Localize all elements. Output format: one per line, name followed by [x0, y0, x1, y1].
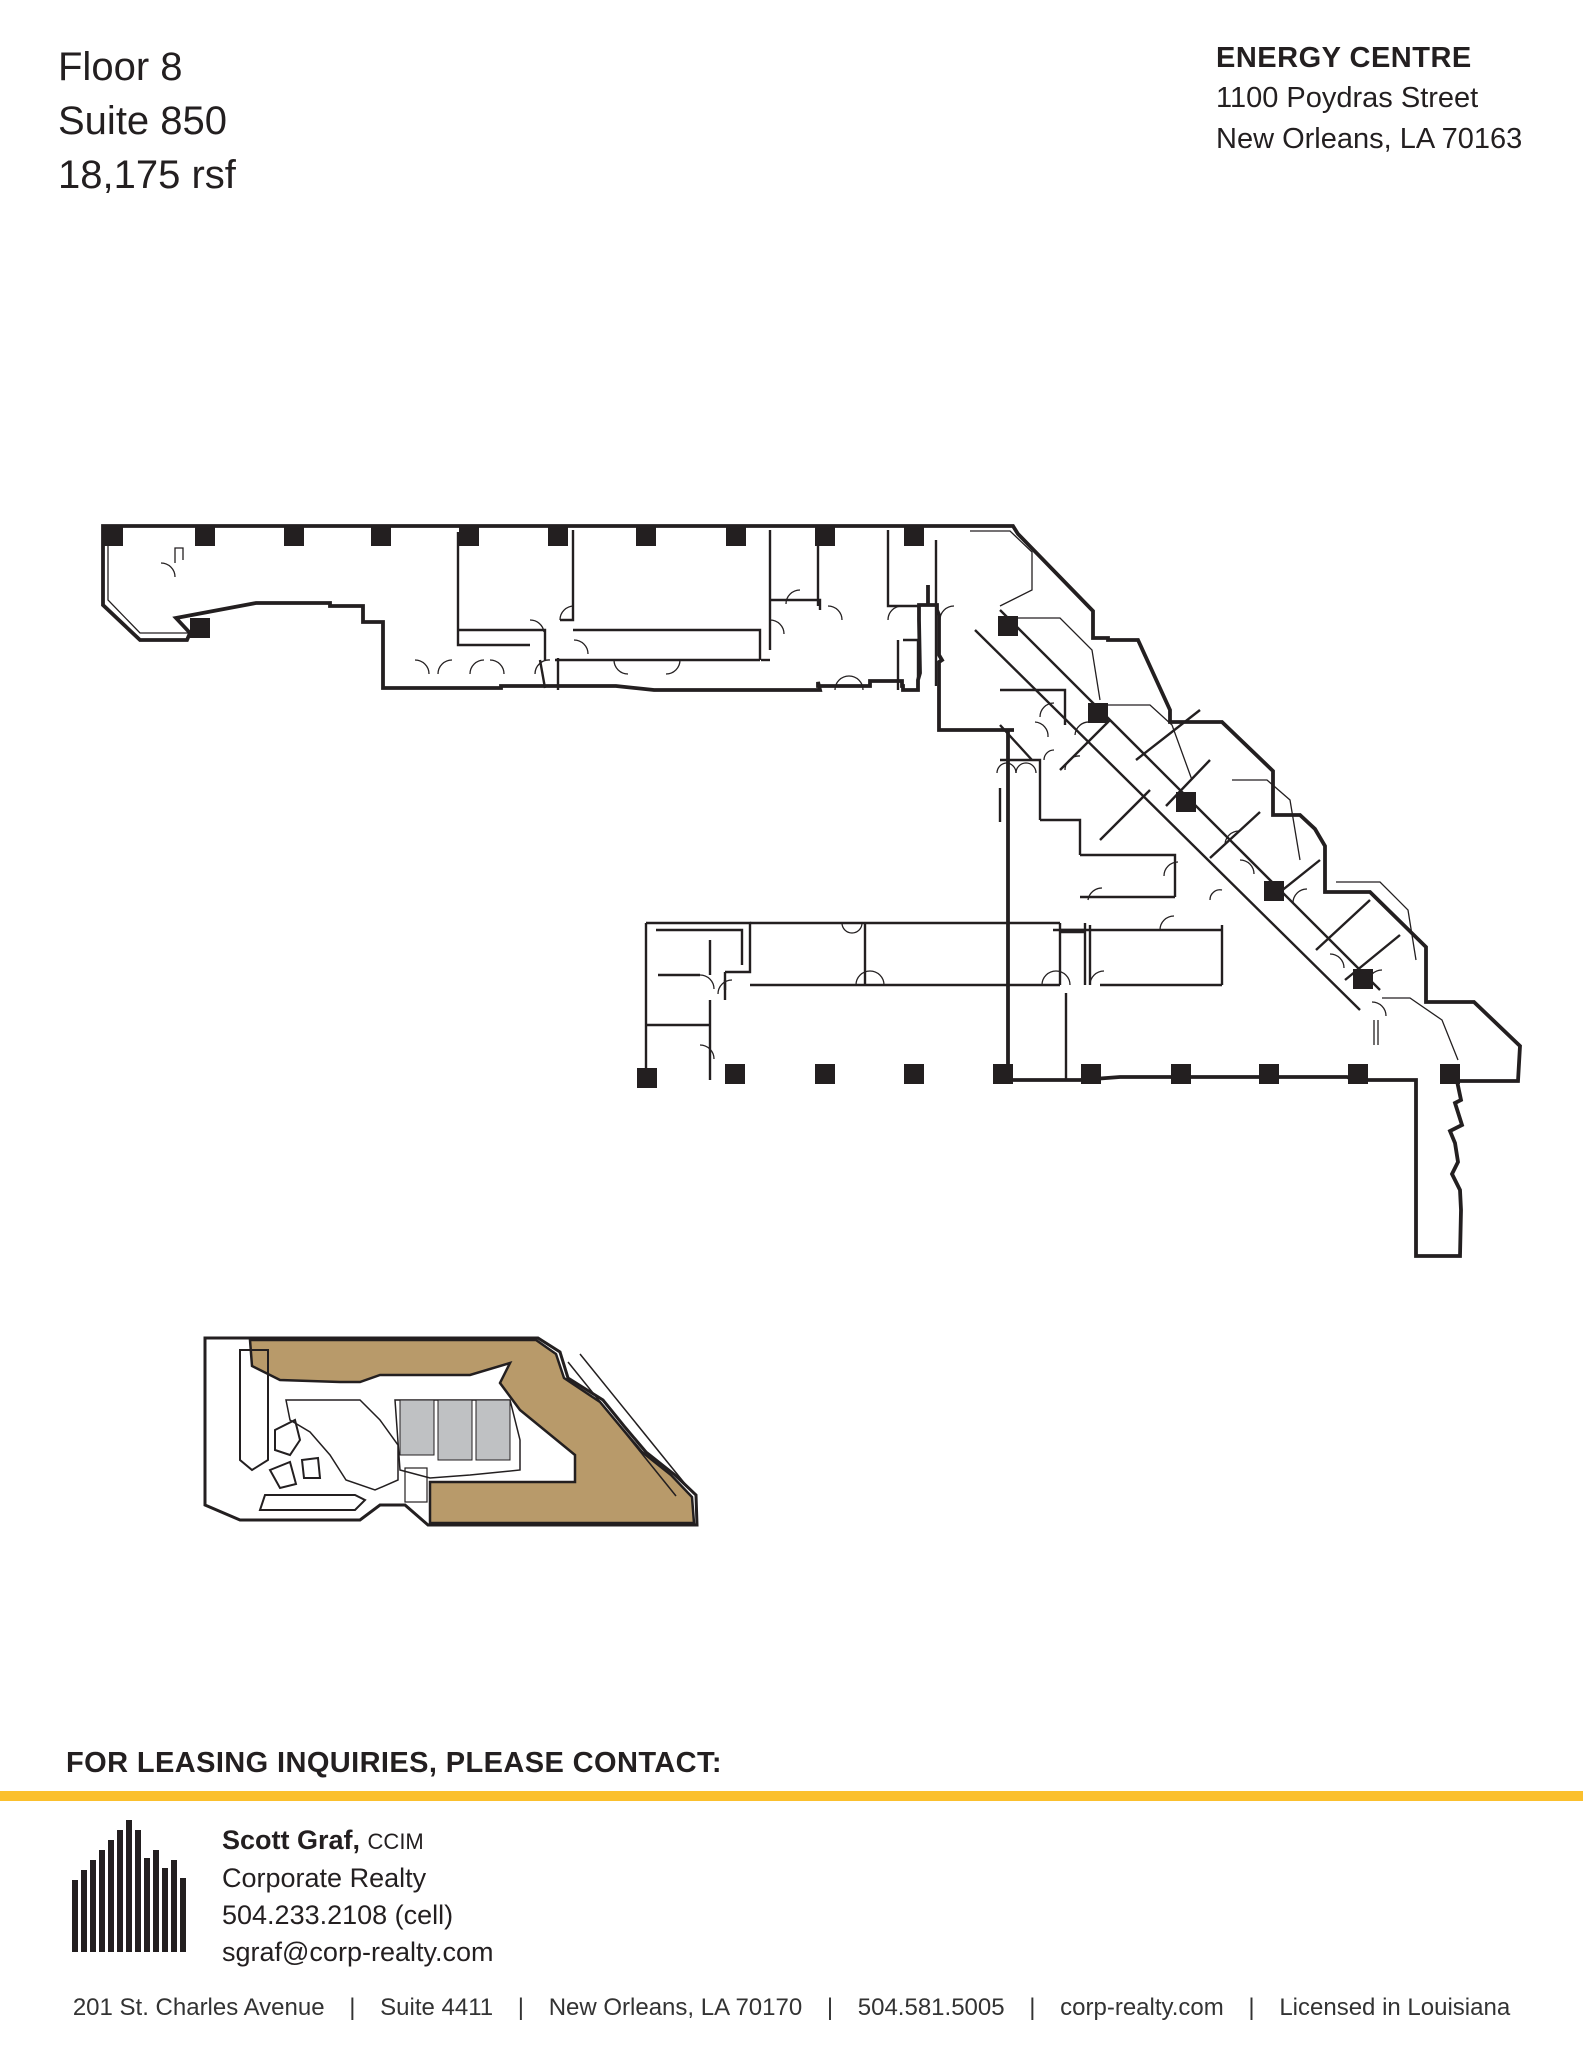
- floor-label: Floor 8: [58, 45, 183, 89]
- building-street: 1100 Poydras Street: [1216, 82, 1479, 114]
- contact-email[interactable]: sgraf@corp-realty.com: [222, 1937, 494, 1967]
- contact-credential: CCIM: [367, 1829, 424, 1854]
- footer-separator: |: [349, 1994, 356, 2021]
- contact-name: Scott Graf,: [222, 1825, 361, 1855]
- footer-separator: |: [1248, 1994, 1255, 2021]
- footer-separator: |: [1029, 1994, 1036, 2021]
- contact-name-line: Scott Graf, CCIM: [222, 1822, 493, 1860]
- footer-bar: 201 St. Charles Avenue | Suite 4411 | Ne…: [0, 1994, 1583, 2022]
- contact-details: Scott Graf, CCIM Corporate Realty 504.23…: [222, 1822, 493, 1971]
- building-city: New Orleans, LA 70163: [1216, 123, 1523, 155]
- building-name: ENERGY CENTRE: [1216, 42, 1472, 74]
- footer-license: Licensed in Louisiana: [1279, 1994, 1511, 2021]
- contact-company: Corporate Realty: [222, 1863, 427, 1893]
- area-label: 18,175 rsf: [58, 153, 236, 197]
- contact-heading: FOR LEASING INQUIRIES, PLEASE CONTACT:: [66, 1747, 722, 1779]
- footer-separator: |: [826, 1994, 834, 2021]
- contact-phone[interactable]: 504.233.2108 (cell): [222, 1900, 454, 1930]
- footer-city: New Orleans, LA 70170: [548, 1994, 803, 2021]
- suite-label: Suite 850: [58, 99, 228, 143]
- suite-info: Floor 8 Suite 850 18,175 rsf: [58, 40, 236, 202]
- building-info: ENERGY CENTRE 1100 Poydras Street New Or…: [1216, 38, 1522, 160]
- corporate-realty-skyline-logo: [72, 1820, 186, 1952]
- footer-website[interactable]: corp-realty.com: [1060, 1994, 1224, 2021]
- accent-rule: [0, 1791, 1583, 1801]
- footer-address: 201 St. Charles Avenue: [72, 1994, 325, 2021]
- footer-separator: |: [517, 1994, 525, 2021]
- footer-phone[interactable]: 504.581.5005: [857, 1994, 1005, 2021]
- footer-suite: Suite 4411: [380, 1994, 494, 2021]
